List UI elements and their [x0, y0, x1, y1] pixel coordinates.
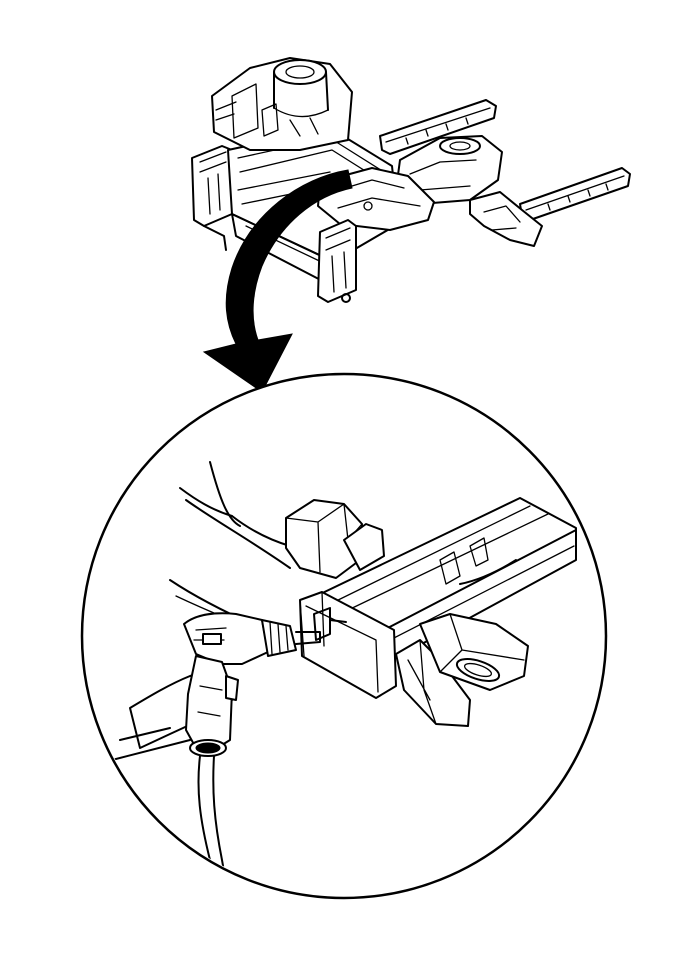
drill-icon: [183, 612, 321, 757]
lower-strut: [395, 639, 471, 727]
side-bracket: [419, 613, 529, 691]
front-tower: [211, 57, 353, 151]
left-cradle-post: [191, 145, 233, 251]
front-cradle-post: [317, 219, 357, 303]
lower-rail: [519, 167, 631, 221]
detail-view: [80, 372, 608, 900]
upper-rail: [379, 99, 497, 155]
bracket-block: [285, 499, 385, 579]
rail-end-box: [299, 591, 397, 699]
rear-bracket: [469, 191, 543, 247]
power-cord: [197, 755, 226, 896]
